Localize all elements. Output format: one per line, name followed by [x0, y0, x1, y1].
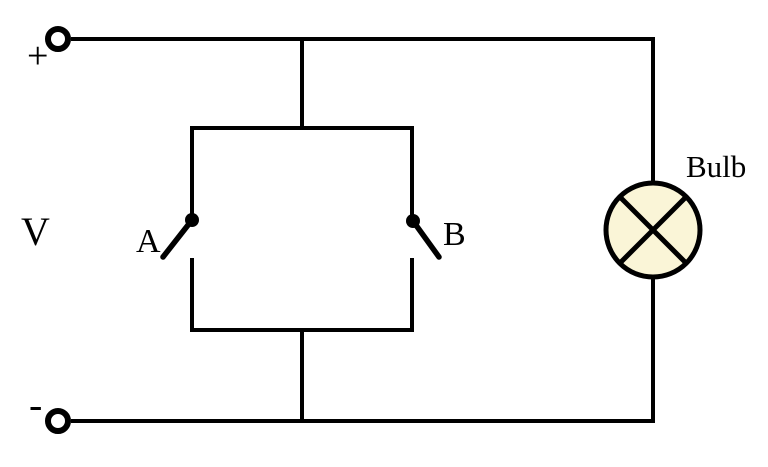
- positive-terminal-label: +: [27, 35, 48, 77]
- negative-terminal: [45, 408, 71, 434]
- switch-b-label: B: [443, 216, 466, 253]
- top-wire: [71, 37, 655, 186]
- bulb-x-line-2: [618, 195, 688, 265]
- positive-terminal: [45, 26, 71, 52]
- voltage-source-label: V: [21, 209, 50, 254]
- bulb-label: Bulb: [686, 149, 746, 184]
- switch-a-label: A: [136, 223, 161, 260]
- switch-a-lever: [160, 217, 195, 260]
- negative-terminal-label: -: [29, 382, 42, 427]
- parallel-branch-top-wire: [190, 126, 414, 221]
- switch-b-lever: [410, 218, 442, 260]
- bottom-wire: [71, 274, 655, 423]
